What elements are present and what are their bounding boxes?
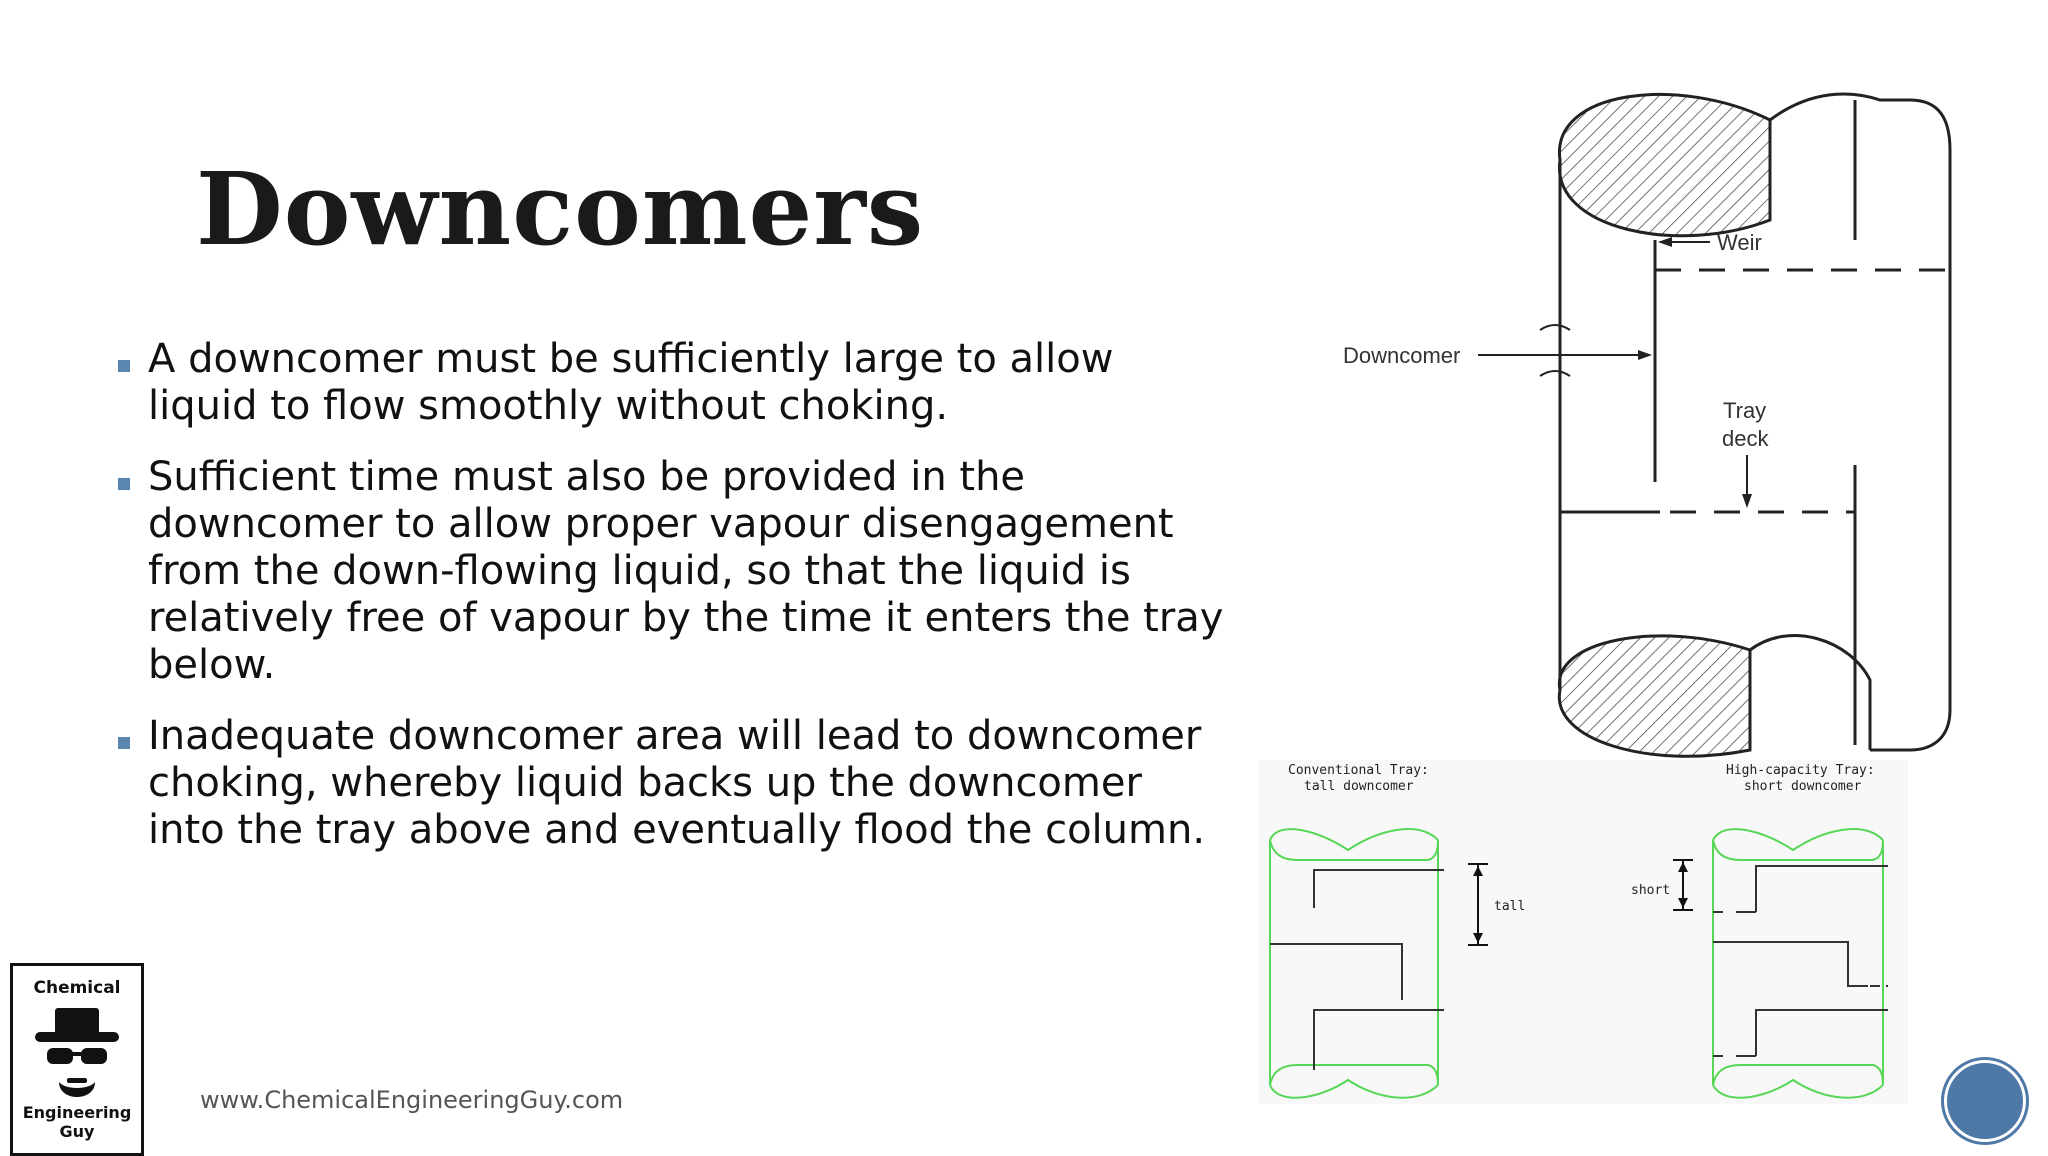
- left-caption-line1: Conventional Tray:: [1288, 763, 1429, 778]
- bullet-list: A downcomer must be sufficiently large t…: [118, 336, 1228, 878]
- tray-label: Tray: [1723, 398, 1766, 423]
- bullet-marker-icon: [118, 737, 130, 749]
- bullet-item: Sufficient time must also be provided in…: [118, 454, 1228, 689]
- chemical-engineering-guy-logo: Chemical Engineering Guy: [10, 963, 144, 1156]
- right-caption-line1: High-capacity Tray:: [1726, 763, 1875, 778]
- bullet-marker-icon: [118, 478, 130, 490]
- short-label: short: [1631, 883, 1670, 898]
- hat-glasses-beard-icon: [35, 1008, 119, 1097]
- deck-label: deck: [1722, 426, 1769, 451]
- bullet-item: Inadequate downcomer area will lead to d…: [118, 713, 1228, 854]
- high-capacity-tray-column: [1712, 828, 1884, 1099]
- tray-comparison-diagram: Conventional Tray: tall downcomer High-c…: [1258, 760, 1908, 1104]
- bullet-text: A downcomer must be sufficiently large t…: [148, 336, 1114, 429]
- logo-bottom-text: Engineering Guy: [22, 1103, 132, 1141]
- slide-nav-button[interactable]: [1944, 1060, 2026, 1142]
- bullet-text: Inadequate downcomer area will lead to d…: [148, 713, 1206, 853]
- conventional-tray-column: [1269, 828, 1439, 1099]
- tall-label: tall: [1494, 899, 1525, 914]
- downcomer-label: Downcomer: [1343, 343, 1460, 368]
- footer-url: www.ChemicalEngineeringGuy.com: [200, 1086, 624, 1114]
- bullet-item: A downcomer must be sufficiently large t…: [118, 336, 1228, 430]
- downcomer-diagram: Weir Downcomer Tray deck: [1343, 92, 1952, 758]
- bullet-marker-icon: [118, 360, 130, 372]
- bullet-text: Sufficient time must also be provided in…: [148, 454, 1224, 688]
- column-cut-bottom: [1557, 634, 1752, 758]
- weir-label: Weir: [1717, 230, 1762, 255]
- slide-title: Downcomers: [196, 150, 925, 268]
- column-cut-top: [1558, 92, 1772, 238]
- right-caption-line2: short downcomer: [1744, 779, 1862, 794]
- logo-top-text: Chemical: [33, 978, 121, 998]
- left-caption-line2: tall downcomer: [1304, 779, 1414, 794]
